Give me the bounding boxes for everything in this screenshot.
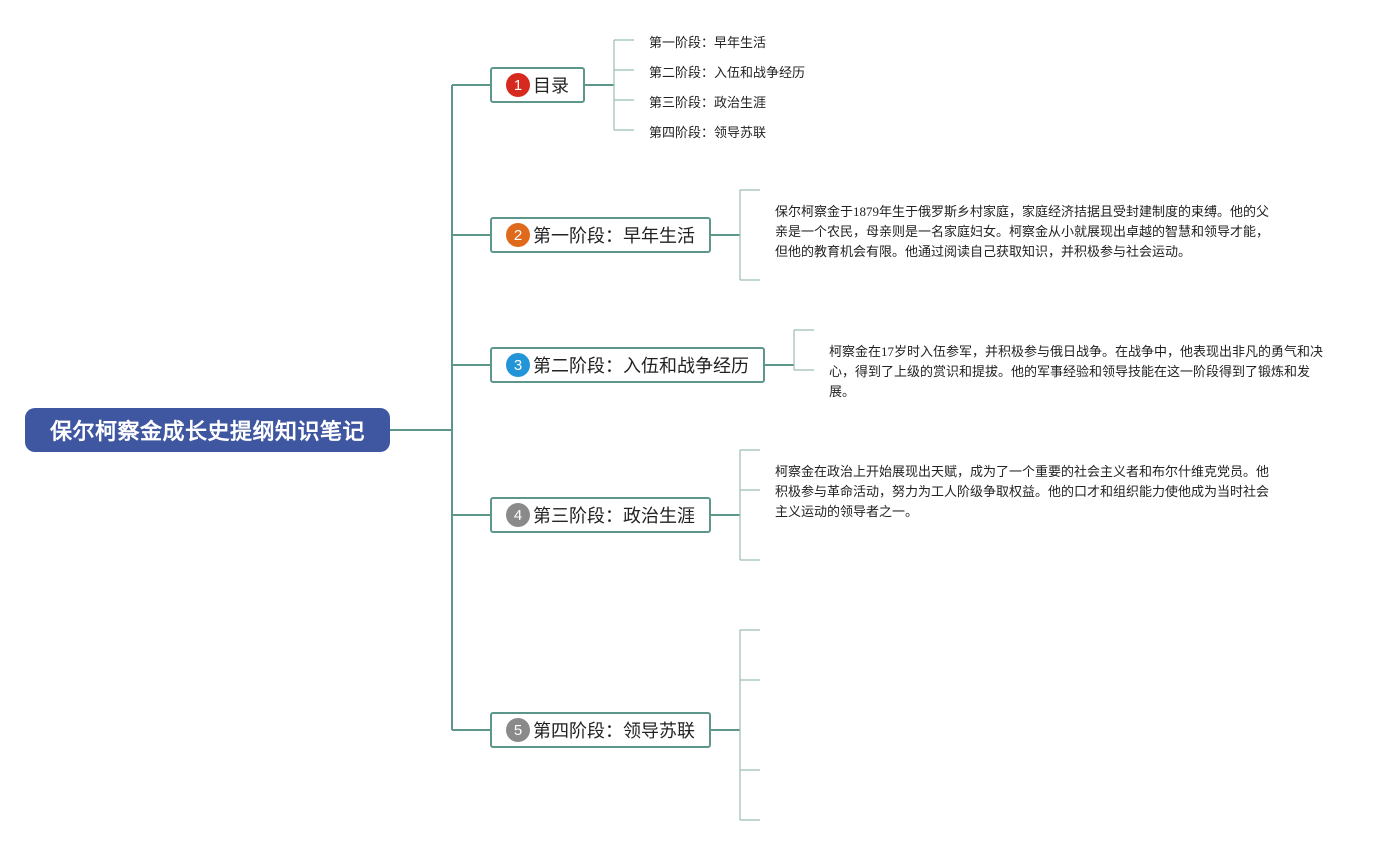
toc-item-stage-4[interactable]: 第四阶段：领导苏联 <box>649 126 767 141</box>
number-badge-2: 2 <box>506 223 530 247</box>
branch-label: 第四阶段：领导苏联 <box>533 721 695 742</box>
toc-item-stage-2[interactable]: 第二阶段：入伍和战争经历 <box>649 66 806 81</box>
branch-label: 目录 <box>533 76 569 97</box>
number-badge-5: 5 <box>506 718 530 742</box>
politics-detail[interactable]: 柯察金在政治上开始展现出天赋，成为了一个重要的社会主义者和布尔什维克党员。他积极… <box>775 464 1270 519</box>
branch-label: 第三阶段：政治生涯 <box>533 506 695 527</box>
branch-stage-4[interactable]: 5 第四阶段：领导苏联 <box>490 712 711 748</box>
toc-item-stage-1[interactable]: 第一阶段：早年生活 <box>649 36 767 51</box>
root-topic[interactable]: 保尔柯察金成长史提纲知识笔记 <box>25 408 390 452</box>
toc-item-stage-3[interactable]: 第三阶段：政治生涯 <box>649 96 767 111</box>
number-badge-3: 3 <box>506 353 530 377</box>
branch-label: 第一阶段：早年生活 <box>533 226 695 247</box>
branch-toc[interactable]: 1 目录 <box>490 67 585 103</box>
branch-stage-2[interactable]: 3 第二阶段：入伍和战争经历 <box>490 347 765 383</box>
branch-label: 第二阶段：入伍和战争经历 <box>533 356 749 377</box>
branch-stage-3[interactable]: 4 第三阶段：政治生涯 <box>490 497 711 533</box>
branch-stage-1[interactable]: 2 第一阶段：早年生活 <box>490 217 711 253</box>
early-life-detail[interactable]: 保尔柯察金于1879年生于俄罗斯乡村家庭，家庭经济拮据且受封建制度的束缚。他的父… <box>775 204 1270 259</box>
war-detail[interactable]: 柯察金在17岁时入伍参军，并积极参与俄日战争。在战争中，他表现出非凡的勇气和决心… <box>829 344 1324 399</box>
number-badge-4: 4 <box>506 503 530 527</box>
number-badge-1: 1 <box>506 73 530 97</box>
